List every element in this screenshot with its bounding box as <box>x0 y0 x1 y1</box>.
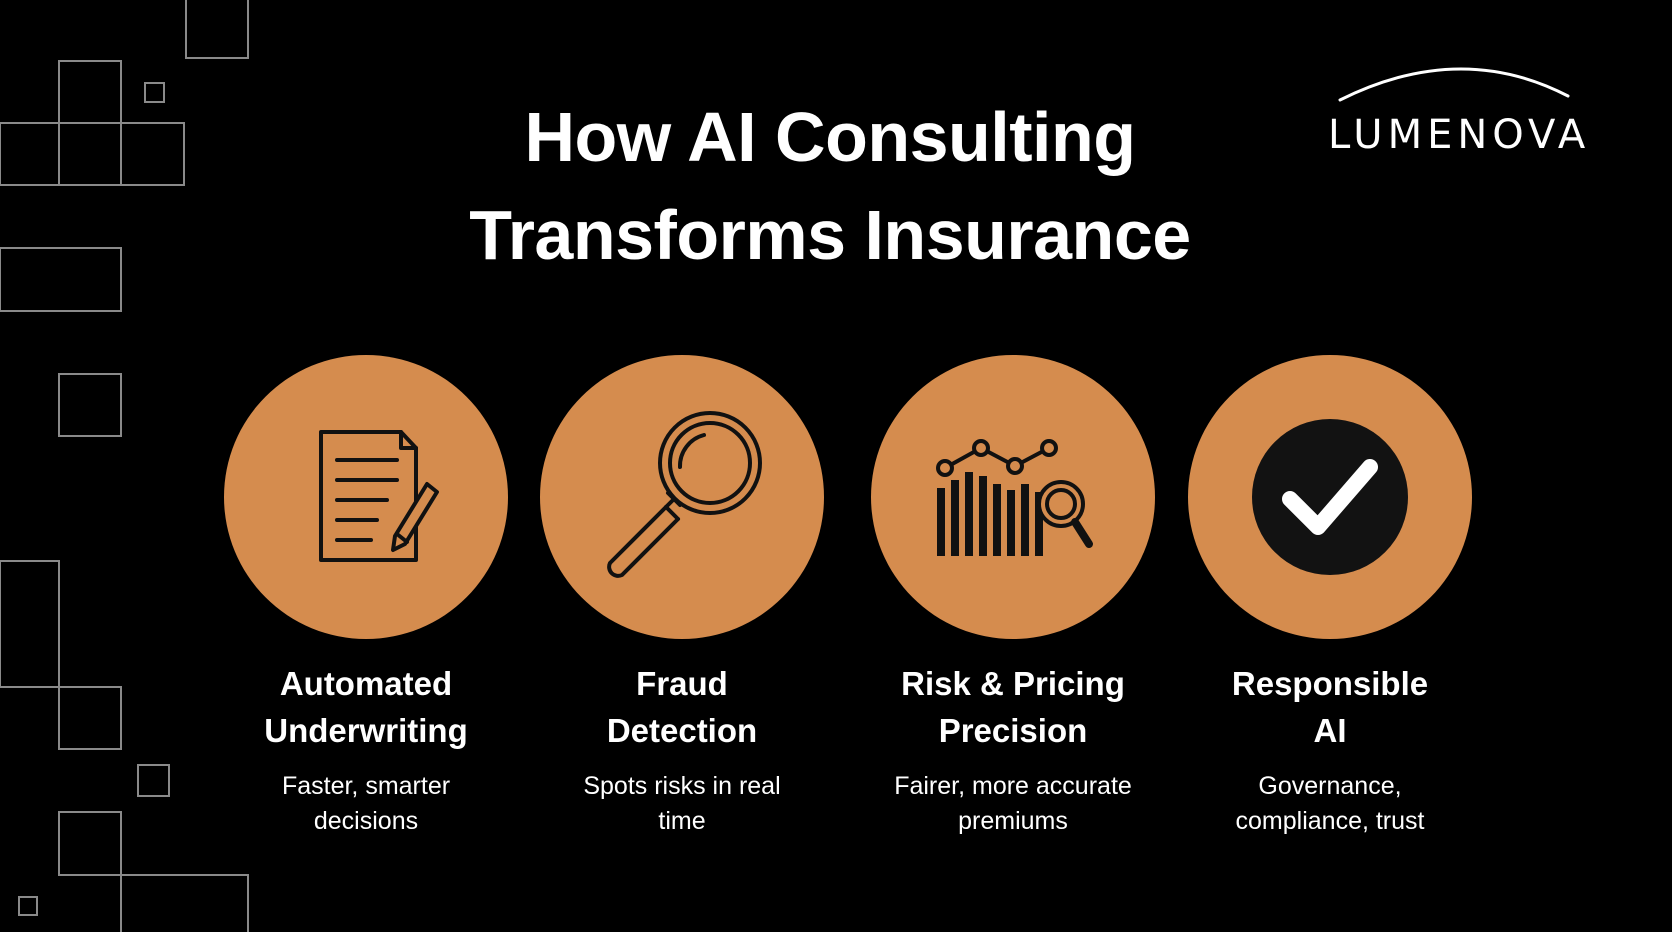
card-icon-circle <box>540 355 824 639</box>
card-description-line-1: Spots risks in real <box>583 772 781 800</box>
page-title-line-1: How AI Consulting <box>524 98 1136 176</box>
card-description: Faster, smarter decisions <box>196 769 536 839</box>
card-title-line-1: Risk & Pricing <box>901 665 1125 702</box>
document-pencil-icon <box>319 430 439 562</box>
card-description-line-2: compliance, trust <box>1235 807 1425 835</box>
logo-text: LUMENOVA <box>1328 112 1591 158</box>
card-title-line-1: Automated <box>279 665 453 702</box>
card-description-line-1: Faster, smarter <box>281 772 451 800</box>
logo-arc-icon <box>1338 67 1570 102</box>
magnifying-glass-icon <box>607 411 762 578</box>
card-description-line-2: premiums <box>958 807 1068 835</box>
chart-analysis-icon <box>936 439 1093 556</box>
card-title: Responsible AI <box>1160 660 1500 754</box>
card-title-line-2: Underwriting <box>264 712 468 749</box>
card-icon-circle <box>871 355 1155 639</box>
decorative-grid-pattern <box>0 0 249 932</box>
card-risk-pricing-precision: Risk & Pricing Precision Fairer, more ac… <box>843 355 1183 855</box>
card-icon-circle <box>1188 355 1472 639</box>
card-title: Automated Underwriting <box>196 660 536 754</box>
card-automated-underwriting: Automated Underwriting Faster, smarter d… <box>196 355 536 855</box>
card-description: Spots risks in real time <box>512 769 852 839</box>
card-title: Risk & Pricing Precision <box>843 660 1183 754</box>
card-description-line-1: Governance, <box>1258 772 1402 800</box>
card-title-line-2: AI <box>1313 712 1347 749</box>
card-title-line-1: Fraud <box>636 665 728 702</box>
page-title-line-2: Transforms Insurance <box>469 196 1191 274</box>
card-description: Governance, compliance, trust <box>1160 769 1500 839</box>
card-description-line-2: decisions <box>313 807 419 835</box>
page-title: How AI Consulting Transforms Insurance <box>300 88 1360 284</box>
card-responsible-ai: Responsible AI Governance, compliance, t… <box>1160 355 1500 855</box>
card-description-line-1: Fairer, more accurate <box>894 772 1132 800</box>
card-title-line-2: Precision <box>938 712 1088 749</box>
card-fraud-detection: Fraud Detection Spots risks in real time <box>512 355 852 855</box>
card-title-line-2: Detection <box>606 712 758 749</box>
card-title: Fraud Detection <box>512 660 852 754</box>
card-description: Fairer, more accurate premiums <box>843 769 1183 839</box>
card-title-line-1: Responsible <box>1231 665 1429 702</box>
checkmark-icon <box>1252 419 1408 575</box>
card-icon-circle <box>224 355 508 639</box>
card-description-line-2: time <box>658 807 706 835</box>
lumenova-logo: LUMENOVA <box>1320 52 1600 162</box>
